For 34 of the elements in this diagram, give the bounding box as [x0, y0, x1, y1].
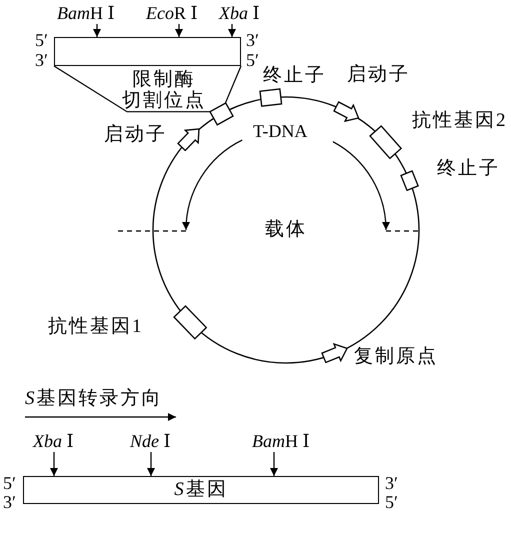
element-label: 复制原点 [354, 346, 438, 368]
direction-label: S基因转录方向 [25, 388, 162, 410]
enzyme-label: Xba Ⅰ [33, 432, 74, 451]
region-label: T-DNA [253, 122, 308, 141]
strand-end-label: 3′ [3, 493, 16, 512]
gene-name: S基因 [174, 479, 228, 501]
element-label: 启动子 [104, 124, 167, 146]
strand-end-label: 3′ [385, 474, 398, 493]
strand-end-label: 5′ [385, 493, 398, 512]
expansion-line [54, 66, 210, 112]
arrow [147, 452, 155, 476]
strand-end-label: 5′ [246, 51, 259, 70]
arrow [50, 452, 58, 476]
enzyme-label: Nde Ⅰ [130, 432, 171, 451]
arrow [228, 24, 236, 37]
enzyme-label: BamH Ⅰ [252, 432, 310, 451]
enzyme-label: Xba Ⅰ [219, 4, 260, 23]
expansion-line [224, 66, 242, 104]
arrow [175, 24, 183, 37]
strand-end-label: 5′ [3, 474, 16, 493]
strand-end-label: 3′ [35, 51, 48, 70]
strand-end-label: 3′ [246, 31, 259, 50]
enzyme-label: BamH Ⅰ [57, 4, 115, 23]
element-label: 抗性基因2 [412, 110, 508, 132]
enzyme-label: EcoR Ⅰ [146, 4, 198, 23]
arrow [270, 452, 278, 476]
strand-end-label: 5′ [35, 31, 48, 50]
arrow [93, 24, 101, 37]
element-label: 抗性基因1 [48, 316, 144, 338]
element-label: 终止子 [262, 65, 326, 87]
plasmid-label: 载体 [265, 219, 307, 241]
element-label: 启动子 [346, 64, 410, 86]
element-label: 终止子 [436, 158, 500, 180]
element-label: 限制酶切割位点 [122, 69, 207, 111]
